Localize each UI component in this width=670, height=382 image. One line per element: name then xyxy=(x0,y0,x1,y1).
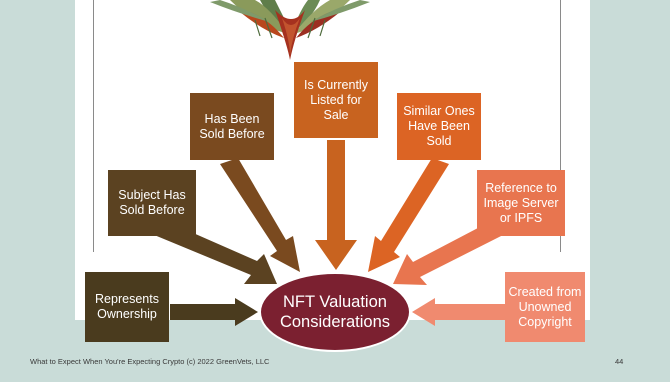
arrow-similar-ones-sold xyxy=(368,158,449,272)
factor-has-been-sold-before: Has Been Sold Before xyxy=(190,93,274,160)
center-hub: NFT Valuation Considerations xyxy=(259,272,411,352)
footer-text: What to Expect When You're Expecting Cry… xyxy=(30,357,270,366)
arrow-has-been-sold-before xyxy=(220,158,300,272)
factor-represents-ownership: Represents Ownership xyxy=(85,272,169,342)
center-label: NFT Valuation Considerations xyxy=(279,293,391,331)
factor-similar-ones-sold: Similar Ones Have Been Sold xyxy=(397,93,481,160)
arrow-represents-ownership xyxy=(170,298,258,326)
factor-subject-has-sold-before: Subject Has Sold Before xyxy=(108,170,196,236)
factor-created-unowned-copyright: Created from Unowned Copyright xyxy=(505,272,585,342)
factor-reference-image-server: Reference to Image Server or IPFS xyxy=(477,170,565,236)
page-number: 44 xyxy=(615,357,624,366)
arrow-created-unowned xyxy=(412,298,505,326)
panel-border-left xyxy=(93,0,94,252)
arrow-is-currently-listed xyxy=(315,140,357,270)
panel-border-right xyxy=(560,0,561,252)
botanical-leaves-illustration xyxy=(210,0,370,60)
factor-is-currently-listed: Is Currently Listed for Sale xyxy=(294,62,378,138)
